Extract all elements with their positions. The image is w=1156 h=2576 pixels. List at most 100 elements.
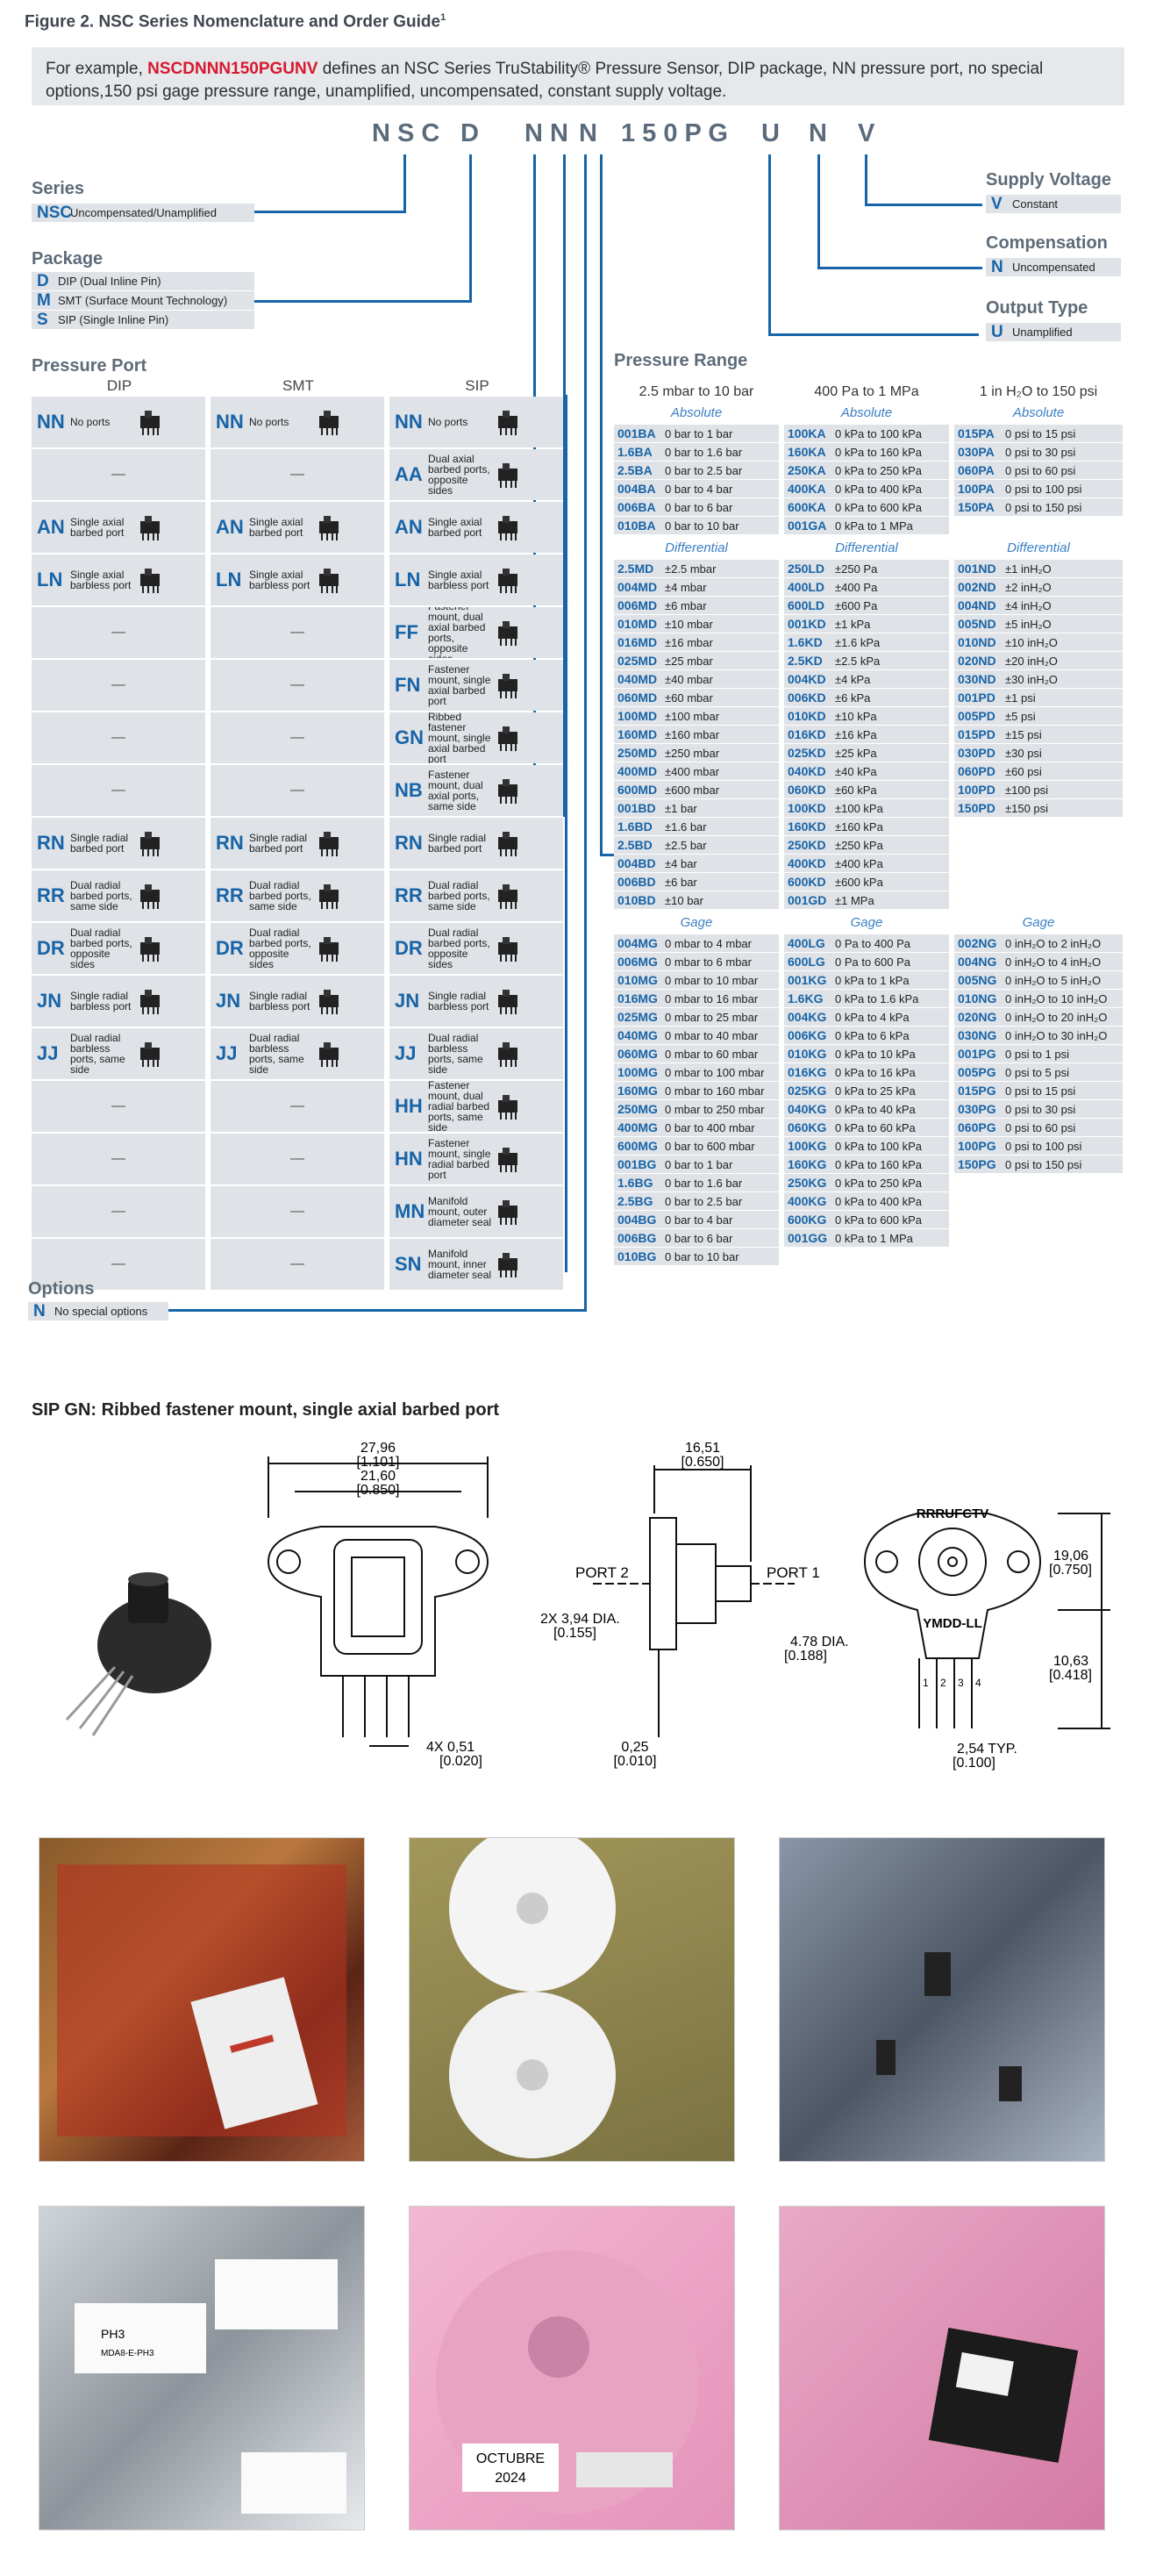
photo-component-on-foam xyxy=(779,2206,1105,2530)
port-desc: Single radial barbless port xyxy=(70,990,132,1013)
sensor-package-icon xyxy=(140,1042,160,1067)
port-desc: Fastener mount, dual axial ports, same s… xyxy=(428,769,483,812)
range-subhead: Differential xyxy=(665,540,728,555)
range-code: 030PA xyxy=(958,445,995,459)
range-value: ±250 mbar xyxy=(665,746,720,760)
not-available-dash: — xyxy=(111,677,125,692)
port-cell-smt: — xyxy=(211,607,384,658)
range-row: 006MD±6 mbar xyxy=(614,597,779,614)
range-value: 0 kPa to 25 kPa xyxy=(835,1084,916,1098)
range-code: 006BG xyxy=(617,1231,657,1245)
range-value: 0 kPa to 160 kPa xyxy=(835,445,923,459)
sensor-package-icon xyxy=(498,1200,517,1225)
port-code: AA xyxy=(395,463,423,485)
range-value: 0 mbar to 250 mbar xyxy=(665,1102,765,1116)
port-code: SN xyxy=(395,1253,422,1275)
range-value: 0 mbar to 4 mbar xyxy=(665,936,752,950)
port-column-border xyxy=(565,395,567,1272)
code-output: U xyxy=(761,119,780,147)
photo-label: 2024 xyxy=(495,2471,526,2486)
not-available-dash: — xyxy=(111,625,125,640)
range-code: 160MG xyxy=(617,1084,658,1098)
range-code: 160KD xyxy=(788,819,826,834)
range-row: 010MD±10 mbar xyxy=(614,615,779,633)
connector-line xyxy=(253,211,406,213)
range-value: ±160 kPa xyxy=(835,819,883,834)
range-code: 600LG xyxy=(788,955,825,969)
range-value: ±30 psi xyxy=(1005,746,1042,760)
range-value: ±400 mbar xyxy=(665,764,720,778)
port-desc: Single radial barbed port xyxy=(70,832,129,855)
range-value: 0 kPa to 60 kPa xyxy=(835,1120,916,1134)
range-code: 600MD xyxy=(617,783,658,797)
range-row: 016KD±16 kPa xyxy=(784,726,949,743)
range-code: 400LD xyxy=(788,580,825,594)
sensor-package-icon xyxy=(140,516,160,540)
range-code: 600KG xyxy=(788,1213,827,1227)
sensor-package-icon xyxy=(319,832,339,856)
range-value: 0 bar to 6 bar xyxy=(665,500,733,514)
not-available-dash: — xyxy=(111,1098,125,1113)
port-desc: Manifold mount, outer diameter seal xyxy=(428,1195,492,1228)
range-row: 030PD±30 psi xyxy=(954,744,1123,762)
not-available-dash: — xyxy=(290,1098,304,1113)
range-code: 006BD xyxy=(617,875,656,889)
range-value: ±40 kPa xyxy=(835,764,877,778)
port-desc: Dual radial barbed ports, opposite sides xyxy=(70,927,132,970)
range-code: 040KG xyxy=(788,1102,827,1116)
connector-line xyxy=(865,204,982,206)
sensor-package-icon xyxy=(140,884,160,909)
dim-pitch: 2,54 TYP. xyxy=(957,1742,1017,1757)
range-code: 060PD xyxy=(958,764,995,778)
range-subhead: Absolute xyxy=(840,405,893,420)
port-cell-sip: FFFastener mount, dual axial barbed port… xyxy=(389,607,563,658)
range-value: 0 mbar to 40 mbar xyxy=(665,1028,759,1042)
not-available-dash: — xyxy=(111,1256,125,1271)
port-cell-smt: — xyxy=(211,1186,384,1237)
range-value: ±4 mbar xyxy=(665,580,707,594)
range-code: 001BA xyxy=(617,426,656,440)
options-title: Options xyxy=(28,1279,95,1299)
photo-labeled-boxes: PH3 MDA8-E-PH3 xyxy=(39,2206,365,2530)
range-code: 025MG xyxy=(617,1010,658,1024)
range-value: ±400 kPa xyxy=(835,856,883,870)
package-title: Package xyxy=(32,249,103,268)
range-value: ±25 kPa xyxy=(835,746,877,760)
range-code: 005ND xyxy=(958,617,996,631)
not-available-dash: — xyxy=(290,625,304,640)
drawing-title: SIP GN: Ribbed fastener mount, single ax… xyxy=(32,1400,500,1420)
range-code: 400KD xyxy=(788,856,826,870)
port-desc: No ports xyxy=(428,416,468,428)
range-code: 010NG xyxy=(958,991,997,1005)
sensor-package-icon xyxy=(140,832,160,856)
sensor-package-icon xyxy=(498,1148,517,1172)
port-code: RN xyxy=(395,832,423,854)
range-value: 0 kPa to 6 kPa xyxy=(835,1028,910,1042)
range-code: 010KD xyxy=(788,709,826,723)
port-code: JJ xyxy=(395,1042,417,1064)
port-cell-smt: — xyxy=(211,712,384,763)
compensation-title: Compensation xyxy=(986,233,1108,253)
range-value: ±2.5 mbar xyxy=(665,562,717,576)
range-value: ±400 Pa xyxy=(835,580,878,594)
port-desc: Dual radial barbed ports, opposite sides xyxy=(249,927,311,970)
range-code: 150PA xyxy=(958,500,995,514)
sensor-package-icon xyxy=(498,621,517,646)
range-code: 001GD xyxy=(788,893,827,907)
port-code: FF xyxy=(395,621,418,643)
back-view xyxy=(863,1513,1110,1729)
range-value: 0 psi to 15 psi xyxy=(1005,426,1076,440)
